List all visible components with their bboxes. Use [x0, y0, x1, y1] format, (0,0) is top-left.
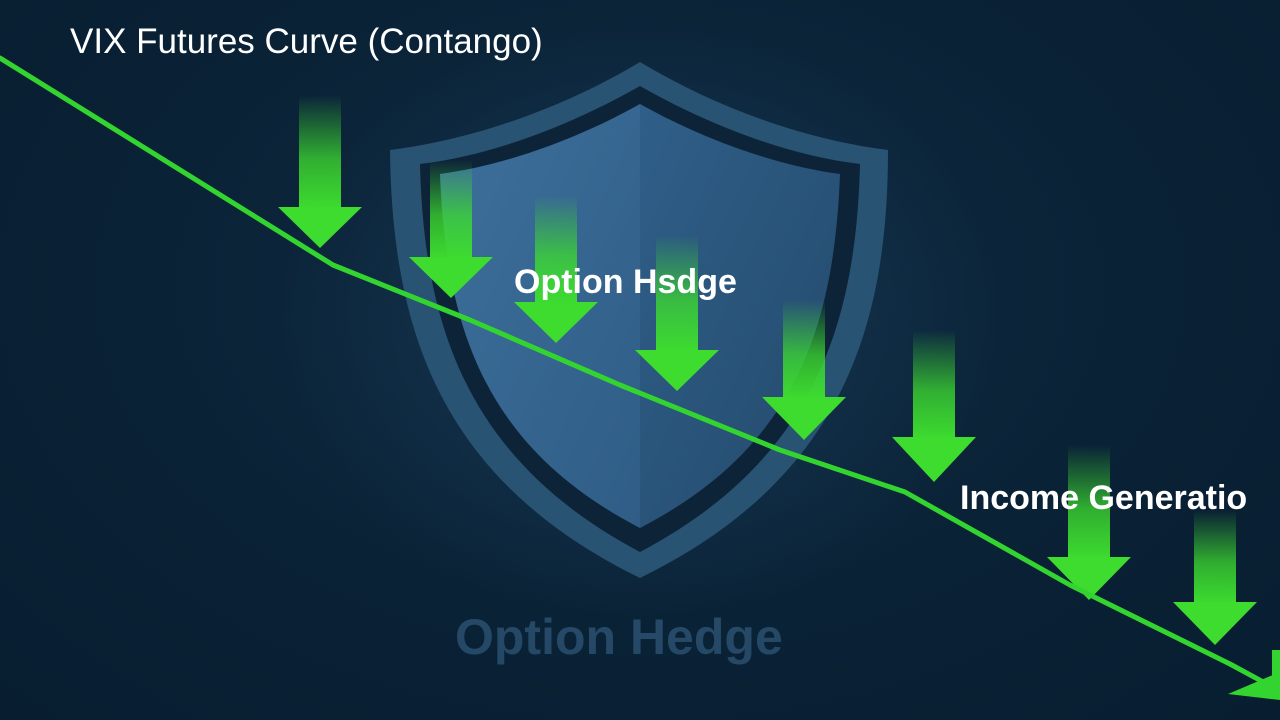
down-arrow-icon [278, 95, 362, 248]
down-arrow-icon [1047, 445, 1131, 600]
down-arrow-icon [409, 160, 493, 298]
income-generation-label: Income Generatio [960, 479, 1248, 517]
futures-curve-line [0, 55, 1280, 693]
option-hedge-label: Option Hsdge [514, 263, 737, 301]
down-arrow-icon [635, 235, 719, 391]
down-arrow-icon [514, 195, 598, 343]
curve-arrowhead-icon [1228, 672, 1280, 700]
chart-title: VIX Futures Curve (Contango) [70, 22, 543, 61]
down-arrow-icon [892, 330, 976, 482]
down-arrow-icon [762, 300, 846, 440]
curve-end-marker [1272, 650, 1280, 690]
arrow-group [278, 95, 1257, 645]
down-arrow-icon [1173, 510, 1257, 645]
option-hedge-watermark: Option Hedge [455, 609, 783, 665]
